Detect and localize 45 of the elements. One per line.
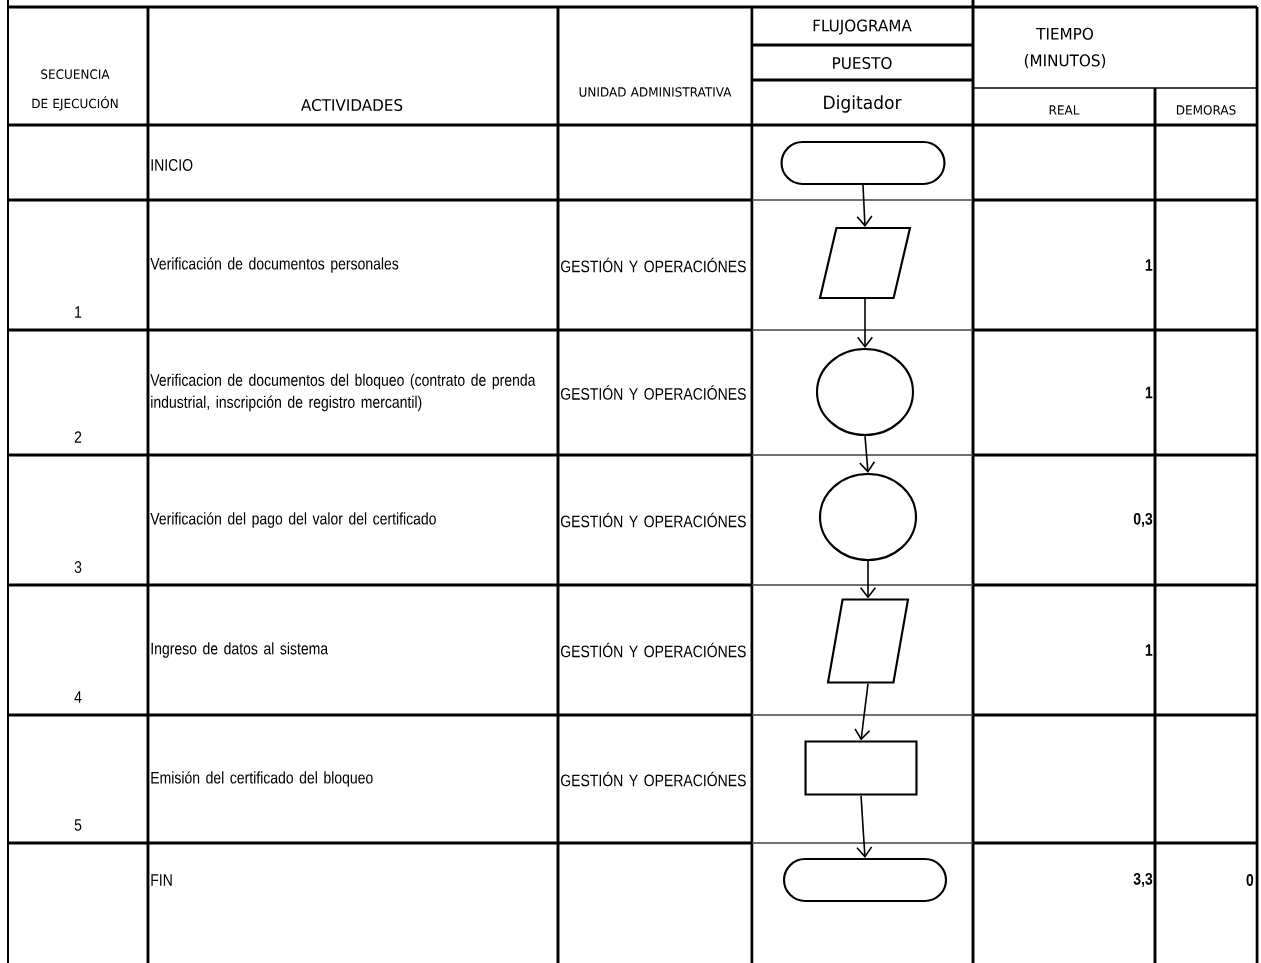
parallelogram-shape <box>826 598 910 684</box>
arrow <box>856 298 874 348</box>
header-text: ACTIVIDADES <box>301 98 403 112</box>
step-number: 4 <box>74 691 82 703</box>
step-number: 3 <box>74 561 82 573</box>
header-text: DEMORAS <box>1176 105 1236 115</box>
unit-text: GESTIÓN Y OPERACIÓNES <box>561 642 746 658</box>
header-text: Digitador <box>824 95 902 113</box>
header-text: UNIDAD ADMINISTRATIVA <box>579 87 732 97</box>
time-value: 0,3 <box>1133 512 1153 528</box>
terminator-shape <box>780 140 946 186</box>
process-box <box>804 740 918 796</box>
activity-text: Emisión del certificado del bloqueo <box>151 771 373 787</box>
activity-text: Ingreso de datos al sistema <box>151 642 329 658</box>
activity-text: Verificacion de documentos del bloqueo (contrato de prenda industrial, inscripción de registro mercantil) <box>150 373 536 412</box>
step-number: 5 <box>74 819 82 831</box>
header-text: TIEMPO (MINUTOS) <box>1024 27 1106 69</box>
circle-shape <box>815 347 915 437</box>
step-number: 2 <box>74 431 82 443</box>
step-number: 1 <box>75 306 82 318</box>
header-text: PUESTO <box>833 56 892 70</box>
arrow <box>859 560 877 599</box>
arrow <box>856 184 873 227</box>
activity-text: INICIO <box>151 159 193 171</box>
arrow <box>854 682 871 741</box>
activity-text: Verificación del pago del valor del certificado <box>150 512 436 528</box>
parallelogram-shape <box>818 226 912 300</box>
arrow <box>856 794 873 858</box>
circle-shape <box>818 472 918 562</box>
time-value: 1 <box>1145 259 1153 271</box>
terminator-shape <box>782 857 948 903</box>
time-value: 1 <box>1145 644 1153 656</box>
header-text: FLUJOGRAMA <box>813 19 912 35</box>
arrow <box>859 435 876 473</box>
unit-text: GESTIÓN Y OPERACIÓNES <box>561 771 746 787</box>
unit-text: GESTIÓN Y OPERACIÓNES <box>561 257 746 273</box>
time-value: 1 <box>1145 386 1153 399</box>
unit-text: GESTIÓN Y OPERACIÓNES <box>561 385 746 400</box>
activity-text: FIN <box>151 874 172 886</box>
header-text: SECUENCIA DE EJECUCIÓN <box>32 69 118 111</box>
time-value: 3,3 <box>1133 872 1153 888</box>
unit-text: GESTIÓN Y OPERACIÓNES <box>561 512 746 528</box>
activity-text: Verificación de documentos personales <box>150 257 399 273</box>
time-value: 0 <box>1246 874 1254 886</box>
header-text: REAL <box>1049 105 1080 115</box>
